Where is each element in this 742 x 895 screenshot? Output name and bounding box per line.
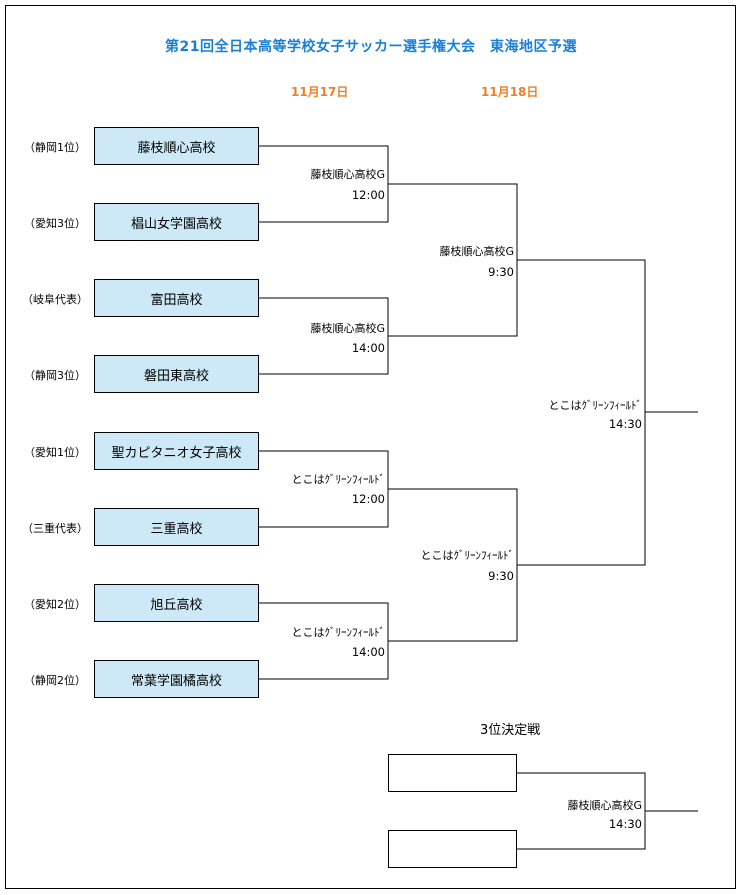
match-time: 12:00 — [351, 492, 385, 506]
date-day1: 11月17日 — [291, 85, 349, 99]
match-venue: とこはｸﾞﾘｰﾝﾌｨｰﾙﾄﾞ — [291, 626, 386, 639]
bracket-line — [259, 450, 389, 528]
seed-label: （静岡2位） — [24, 674, 86, 687]
seed-label: （静岡3位） — [24, 369, 86, 382]
seed-label: （愛知3位） — [24, 217, 86, 230]
seed-label: （静岡1位） — [24, 141, 86, 154]
match-venue: 藤枝順心高校G — [439, 245, 514, 258]
date-day2: 11月18日 — [481, 85, 539, 99]
page-title: 第21回全日本高等学校女子サッカー選手権大会 東海地区予選 — [165, 39, 577, 55]
match-time: 12:00 — [351, 188, 385, 202]
third-place-slot — [388, 830, 517, 868]
match-venue: 藤枝順心高校G — [567, 799, 642, 812]
match-time: 9:30 — [488, 569, 514, 583]
team-box-iwata-higashi: 磐田東高校 — [94, 355, 259, 393]
match-venue: とこはｸﾞﾘｰﾝﾌｨｰﾙﾄﾞ — [291, 473, 386, 486]
team-box-fujieda-junshin: 藤枝順心高校 — [94, 127, 259, 165]
match-time: 14:00 — [351, 645, 385, 659]
match-venue: 藤枝順心高校G — [310, 168, 385, 181]
team-name: 磐田東高校 — [143, 368, 209, 384]
team-name: 聖カピタニオ女子高校 — [111, 445, 242, 461]
bracket-line — [259, 602, 389, 680]
seed-label: （岐阜代表） — [22, 293, 88, 306]
team-box-asahigaoka: 旭丘高校 — [94, 584, 259, 622]
team-box-tomita: 富田高校 — [94, 279, 259, 317]
match-time: 9:30 — [488, 265, 514, 279]
team-box-tokoha-tachibana: 常葉学園橘高校 — [94, 660, 259, 698]
match-time: 14:30 — [608, 817, 642, 831]
team-name: 富田高校 — [150, 292, 203, 308]
team-box-mie: 三重高校 — [94, 508, 259, 546]
bracket-line — [388, 488, 518, 642]
match-time: 14:30 — [608, 417, 642, 431]
bracket-line — [388, 183, 518, 337]
match-venue: とこはｸﾞﾘｰﾝﾌｨｰﾙﾄﾞ — [420, 549, 515, 562]
third-place-slot — [388, 754, 517, 792]
bracket-line — [259, 145, 389, 223]
team-box-seika-capitanio: 聖カピタニオ女子高校 — [94, 432, 259, 470]
team-name: 旭丘高校 — [150, 597, 203, 613]
match-venue: 藤枝順心高校G — [310, 322, 385, 335]
seed-label: （三重代表） — [22, 522, 88, 535]
third-place-label: 3位決定戦 — [480, 723, 541, 738]
page-frame — [5, 5, 736, 889]
seed-label: （愛知1位） — [24, 446, 86, 459]
team-name: 椙山女学園高校 — [130, 216, 222, 232]
seed-label: （愛知2位） — [24, 598, 86, 611]
match-time: 14:00 — [351, 341, 385, 355]
team-name: 三重高校 — [150, 521, 203, 537]
match-venue: とこはｸﾞﾘｰﾝﾌｨｰﾙﾄﾞ — [548, 399, 643, 412]
bracket-line — [259, 297, 389, 375]
team-name: 常葉学園橘高校 — [130, 673, 222, 689]
team-name: 藤枝順心高校 — [137, 140, 216, 156]
team-box-sugiyama: 椙山女学園高校 — [94, 203, 259, 241]
